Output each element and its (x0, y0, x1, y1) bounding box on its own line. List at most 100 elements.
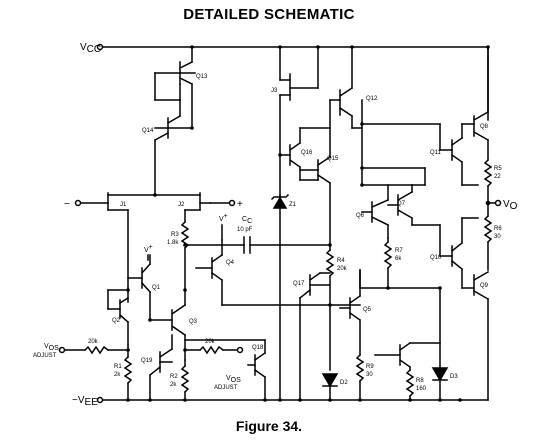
resistor-r4 (325, 244, 335, 371)
resistor-r7 (383, 237, 393, 289)
transistor-q6 (361, 184, 390, 239)
diode-d3 (431, 287, 449, 401)
resistor-r3 (180, 220, 190, 291)
vos-adjust-left-line2: ADJUST (33, 353, 57, 359)
label-r5-value: 22 (494, 174, 501, 180)
transistor-q19 (148, 334, 174, 401)
label-q11: Q11 (430, 150, 442, 156)
transistor-q16 (279, 127, 319, 181)
wire-q9-q8-feedback (359, 269, 441, 289)
label-d2: D2 (340, 380, 348, 386)
capacitor-cc (184, 236, 331, 254)
label-q13: Q13 (196, 74, 208, 80)
transistor-q14 (153, 99, 193, 196)
label-r3-value: 1.8k (167, 240, 179, 246)
capacitor-name: CC (242, 216, 252, 225)
label-r1-name: R1 (114, 364, 122, 370)
label-r1-value: 2k (114, 372, 121, 378)
label-r4-value: 20k (337, 266, 348, 272)
transistor-q12 (299, 46, 363, 186)
diode-d2 (321, 373, 339, 401)
vcc-rail (96, 43, 489, 121)
label-rin-left-value: 20k (88, 339, 99, 345)
label-q16: Q16 (301, 150, 313, 156)
vee-label: −VEE (72, 395, 98, 408)
label-q14: Q14 (142, 128, 154, 134)
transistor-q17 (298, 271, 331, 401)
resistor-r1 (123, 344, 133, 401)
label-q9: Q9 (480, 283, 489, 289)
resistor-r5 (483, 158, 493, 204)
transistor-q10 (411, 217, 479, 289)
jfet-j3 (279, 46, 319, 196)
figure-caption: Figure 34. (235, 418, 303, 434)
output-label: VO (503, 199, 518, 212)
label-r2-value: 2k (170, 382, 177, 388)
label-r2-name: R2 (170, 374, 178, 380)
transistor-q15 (299, 127, 332, 246)
noninverting-input-label: + (237, 199, 243, 210)
transistor-q5 (339, 269, 362, 356)
transistor-q2 (107, 287, 130, 346)
label-q12: Q12 (366, 96, 378, 102)
label-r8-value: 160 (416, 386, 427, 392)
transistor-q8 (461, 46, 490, 161)
transistor-q-r8-drive (374, 341, 441, 371)
transistor-q18 (184, 339, 267, 401)
label-d3: D3 (450, 374, 458, 380)
capacitor-value: 10 pF (237, 227, 253, 233)
label-q15: Q15 (327, 156, 339, 162)
label-q2: Q2 (112, 318, 121, 324)
label-j1: J1 (120, 202, 127, 208)
wire-q13-diode (154, 72, 181, 101)
label-q6: Q6 (356, 213, 365, 219)
transistor-q7 (361, 167, 426, 226)
resistor-r2 (180, 359, 190, 401)
jfet-j2 (154, 192, 211, 223)
input-wires (74, 199, 236, 207)
inverting-input-label: − (64, 199, 70, 210)
transistor-q3 (149, 289, 187, 361)
label-r9-name: R9 (366, 364, 374, 370)
vplus-label-q4: V+ (219, 213, 228, 223)
transistor-q4 (195, 224, 361, 306)
transistor-q1 (127, 254, 152, 321)
vos-left-input (58, 345, 129, 355)
resistor-r6 (483, 202, 493, 271)
transistor-q9 (459, 270, 490, 401)
label-q1: Q1 (152, 285, 161, 291)
label-r6-value: 30 (494, 234, 501, 240)
label-q3: Q3 (189, 319, 198, 325)
page-title: DETAILED SCHEMATIC (183, 6, 355, 23)
vos-right-input (184, 345, 244, 355)
vos-adjust-right-label: VOS (226, 375, 241, 384)
vos-adjust-right-line2: ADJUST (214, 385, 238, 391)
label-r6-name: R6 (494, 226, 502, 232)
jfet-j1 (107, 192, 156, 289)
vplus-label-q1: V+ (144, 244, 153, 254)
label-q5: Q5 (363, 307, 372, 313)
label-r7-value: 6k (395, 256, 402, 262)
label-rin-right-value: 20k (205, 339, 216, 345)
resistor-r8 (405, 368, 415, 401)
label-r4-name: R4 (337, 258, 345, 264)
label-j2: J2 (178, 202, 185, 208)
resistor-r9 (355, 353, 365, 401)
label-q19: Q19 (141, 358, 153, 364)
label-j3: J3 (271, 88, 278, 94)
label-z1: Z1 (289, 202, 297, 208)
label-r5-name: R5 (494, 166, 502, 172)
label-r3-name: R3 (171, 232, 179, 238)
zener-z1 (270, 193, 290, 401)
label-r9-value: 30 (366, 372, 373, 378)
label-q18: Q18 (252, 345, 264, 351)
transistor-q11 (361, 123, 479, 186)
label-r7-name: R7 (395, 248, 403, 254)
label-q17: Q17 (293, 281, 305, 287)
label-q4: Q4 (226, 260, 235, 266)
label-q8: Q8 (480, 124, 489, 130)
junction-dots (126, 45, 490, 402)
transistor-q13 (178, 46, 196, 129)
label-r8-name: R8 (416, 378, 424, 384)
label-q10: Q10 (430, 255, 442, 261)
